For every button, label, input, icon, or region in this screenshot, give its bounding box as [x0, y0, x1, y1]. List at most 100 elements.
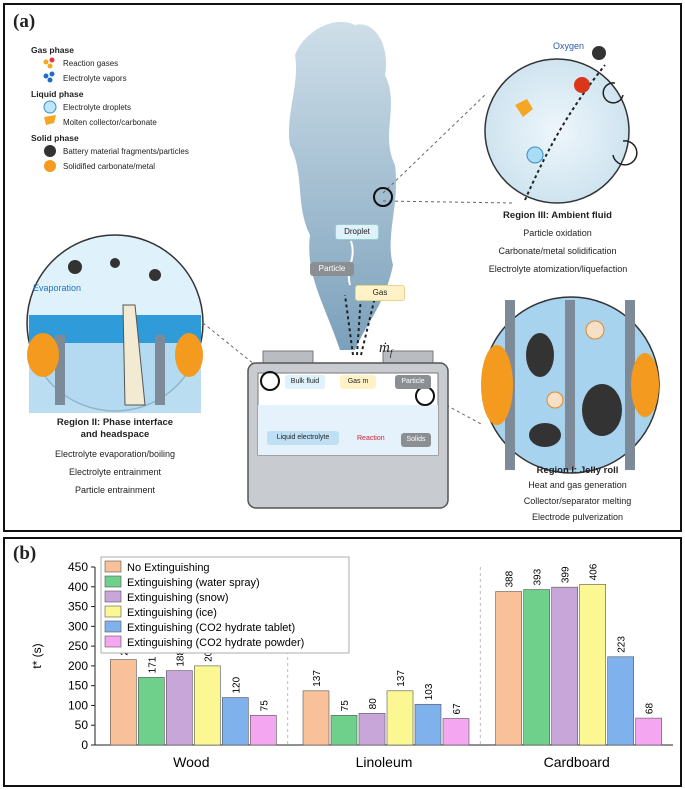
region1-title: Region I: Jelly roll	[536, 465, 619, 476]
y-tick-label: 300	[68, 619, 88, 633]
bar-value-label: 120	[231, 676, 242, 693]
legend-electrolyte-droplets: Electrolyte droplets	[63, 103, 132, 112]
legend-solidified-carbonate: Solidified carbonate/metal	[63, 162, 156, 171]
legend-label: No Extinguishing	[127, 562, 210, 574]
bar-value-label: 223	[617, 636, 628, 653]
cell-solids: Solids	[401, 433, 431, 447]
region2-line-2: Electrolyte entrainment	[68, 467, 162, 477]
panel-a: (a)	[3, 3, 682, 532]
legend-molten-collector: Molten collector/carbonate	[63, 118, 157, 127]
cell-particle: Particle	[395, 375, 431, 389]
bar-value-label: 68	[645, 703, 656, 715]
region1-line-3: Electrode pulverization	[531, 512, 624, 522]
x-category-label: Linoleum	[356, 754, 413, 770]
legend-reaction-gases: Reaction gases	[63, 59, 119, 68]
y-tick-label: 100	[68, 698, 88, 712]
bar	[551, 586, 578, 746]
region2-title-1: Region II: Phase interface	[56, 417, 174, 428]
bar-value-label: 406	[589, 563, 600, 580]
region3-line-2: Carbonate/metal solidification	[498, 246, 617, 256]
bar-value-label: 67	[452, 703, 463, 715]
legend-swatch	[104, 635, 122, 648]
x-category-label: Wood	[173, 754, 209, 770]
illustration	[26, 21, 660, 509]
bar-value-label: 188	[175, 650, 186, 667]
legend-swatch	[104, 590, 122, 603]
label-particle: Particle	[310, 262, 354, 276]
region3-line-3: Electrolyte atomization/liquefaction	[488, 264, 628, 274]
bar	[250, 715, 277, 746]
y-tick-label: 50	[75, 718, 89, 732]
bar-value-label: 75	[340, 700, 351, 712]
legend-swatch	[104, 620, 122, 633]
y-tick-label: 250	[68, 639, 88, 653]
legend-label: Extinguishing (ice)	[127, 607, 217, 619]
bar	[222, 697, 249, 746]
region3-title: Region III: Ambient fluid	[503, 210, 612, 221]
legend-box	[100, 556, 350, 654]
region1-line-1: Heat and gas generation	[528, 480, 627, 490]
bar-value-label: 137	[312, 670, 323, 687]
legend-electrolyte-vapors: Electrolyte vapors	[63, 74, 127, 83]
legend-label: Extinguishing (CO2 hydrate tablet)	[127, 622, 295, 634]
y-axis-label: t* (s)	[30, 643, 44, 668]
bar-value-label: 399	[561, 566, 572, 583]
bar-value-label: 75	[259, 700, 270, 712]
legend-battery-fragments: Battery material fragments/particles	[63, 147, 189, 156]
bar-value-label: 393	[533, 568, 544, 585]
y-tick-label: 0	[81, 738, 88, 752]
bar-value-label: 388	[505, 570, 516, 587]
bar	[166, 670, 193, 746]
bar-value-label: 80	[368, 698, 379, 710]
bar	[358, 713, 386, 746]
bar	[138, 677, 165, 746]
cell-liquid-electrolyte: Liquid electrolyte	[267, 431, 339, 445]
region3-line-1: Particle oxidation	[523, 228, 592, 238]
bar-value-label: 171	[147, 656, 158, 673]
bar-value-label: 137	[396, 670, 407, 687]
bar	[523, 589, 550, 746]
bar	[302, 690, 330, 746]
bar	[386, 690, 414, 746]
legend-solid-heading: Solid phase	[31, 133, 79, 143]
region1-line-2: Collector/separator melting	[523, 496, 632, 506]
bar	[442, 718, 470, 746]
cell-bulk-fluid: Bulk fluid	[285, 375, 325, 389]
y-tick-label: 350	[68, 600, 88, 614]
y-tick-label: 400	[68, 580, 88, 594]
cell-gas: Gas m	[340, 375, 376, 389]
legend-label: Extinguishing (CO2 hydrate powder)	[127, 637, 304, 649]
legend-liquid-heading: Liquid phase	[31, 89, 84, 99]
label-mdot: ṁf	[379, 340, 393, 358]
label-gas: Gas	[355, 285, 405, 301]
legend-gas-heading: Gas phase	[31, 45, 74, 55]
legend-label: Extinguishing (water spray)	[127, 577, 260, 589]
region2-line-3: Particle entrainment	[74, 485, 156, 495]
x-category-label: Cardboard	[544, 754, 610, 770]
label-oxygen: Oxygen	[553, 41, 585, 51]
bar	[635, 717, 662, 746]
y-tick-label: 450	[68, 560, 88, 574]
bar-value-label: 103	[424, 683, 435, 700]
region2-line-1: Electrolyte evaporation/boiling	[54, 449, 176, 459]
panel-a-label: (a)	[13, 11, 36, 32]
bar	[495, 591, 522, 746]
region3-circle	[484, 58, 630, 204]
legend-swatch	[104, 575, 122, 588]
legend-symbols	[43, 57, 57, 172]
legend-swatch	[104, 605, 122, 618]
y-tick-label: 150	[68, 679, 88, 693]
bar	[330, 715, 358, 746]
legend-label: Extinguishing (snow)	[127, 592, 229, 604]
label-droplet: Droplet	[335, 224, 379, 240]
panel-b-label: (b)	[13, 543, 37, 564]
legend-swatch	[104, 560, 122, 573]
cell-reaction: Reaction	[357, 435, 385, 442]
region2-title-2: and headspace	[80, 429, 150, 440]
label-evaporation: Evaporation	[33, 283, 82, 293]
bar	[194, 665, 221, 746]
bar	[579, 584, 606, 746]
bar	[414, 703, 442, 746]
